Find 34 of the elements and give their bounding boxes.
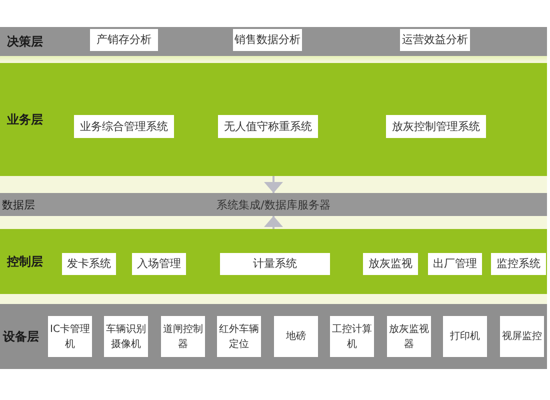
module-box: 放灰控制管理系统 bbox=[386, 115, 486, 138]
module-box: 出厂管理 bbox=[428, 253, 482, 275]
layer-title: 决策层 bbox=[7, 33, 43, 50]
layer-band bbox=[0, 27, 547, 56]
module-box: 计量系统 bbox=[220, 253, 330, 275]
device-box: 红外车辆定位 bbox=[217, 316, 261, 357]
device-box: 打印机 bbox=[443, 316, 487, 357]
device-box: 地磅 bbox=[274, 316, 318, 357]
device-box: 车辆识别摄像机 bbox=[104, 316, 148, 357]
module-box: 放灰监视 bbox=[363, 253, 418, 275]
module-box: 运营效益分析 bbox=[400, 29, 470, 51]
module-box: 无人值守称重系统 bbox=[218, 115, 318, 138]
layer-title: 设备层 bbox=[3, 328, 39, 345]
layer-title: 控制层 bbox=[7, 253, 43, 270]
layer-text: 系统集成/数据库服务器 bbox=[216, 197, 330, 212]
layer-band bbox=[0, 304, 547, 369]
module-box: 入场管理 bbox=[132, 253, 186, 275]
layer-band bbox=[0, 193, 547, 216]
arrow bbox=[264, 216, 283, 229]
arrow bbox=[264, 176, 283, 193]
layer-title: 数据层 bbox=[2, 197, 35, 212]
module-box: 业务综合管理系统 bbox=[74, 115, 174, 138]
module-box: 销售数据分析 bbox=[233, 29, 302, 51]
module-box: 发卡系统 bbox=[62, 253, 116, 275]
device-box: IC卡管理机 bbox=[48, 316, 92, 357]
layer-title: 业务层 bbox=[7, 111, 43, 128]
device-box: 工控计算机 bbox=[330, 316, 374, 357]
layer-band bbox=[0, 63, 547, 176]
module-box: 监控系统 bbox=[491, 253, 546, 275]
device-box: 视屏监控 bbox=[500, 316, 544, 357]
device-box: 道闸控制器 bbox=[161, 316, 205, 357]
layer-band bbox=[0, 229, 547, 294]
device-box: 放灰监视器 bbox=[387, 316, 431, 357]
module-box: 产销存分析 bbox=[90, 29, 158, 51]
